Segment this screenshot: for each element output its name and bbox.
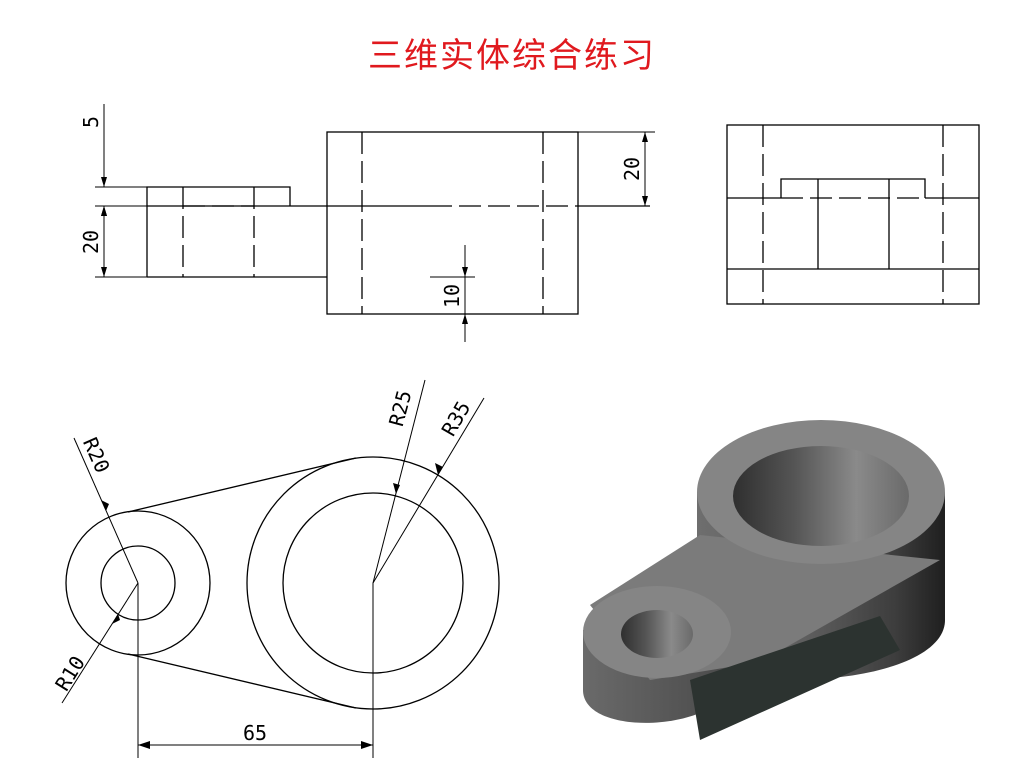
isometric-3d-model xyxy=(583,420,945,740)
dim-10-label: 10 xyxy=(440,284,464,308)
front-small-boss-outline xyxy=(146,186,291,206)
side-boss-outline xyxy=(780,178,926,198)
dim-20-right-label: 20 xyxy=(620,157,644,181)
dim-r20-label: R20 xyxy=(78,434,115,477)
dim-5-label: 5 xyxy=(79,116,103,128)
side-outline xyxy=(726,124,980,305)
side-view xyxy=(726,124,980,305)
drawing-title: 三维实体综合练习 xyxy=(368,36,656,76)
front-view: 5 20 20 10 xyxy=(79,104,655,342)
dim-20-left-label: 20 xyxy=(79,230,103,254)
top-view: R20 R10 R25 R35 65 xyxy=(50,379,500,758)
dim-r10-label: R10 xyxy=(50,652,89,695)
iso-small-hole xyxy=(621,610,693,658)
dim-r25-label: R25 xyxy=(384,388,417,429)
dim-65-label: 65 xyxy=(243,721,267,745)
iso-arm-front-face xyxy=(690,616,900,740)
dim-r35-label: R35 xyxy=(437,397,476,440)
top-tangent-lower xyxy=(127,653,357,709)
iso-large-bore xyxy=(733,446,909,546)
top-tangent-upper xyxy=(127,457,357,513)
